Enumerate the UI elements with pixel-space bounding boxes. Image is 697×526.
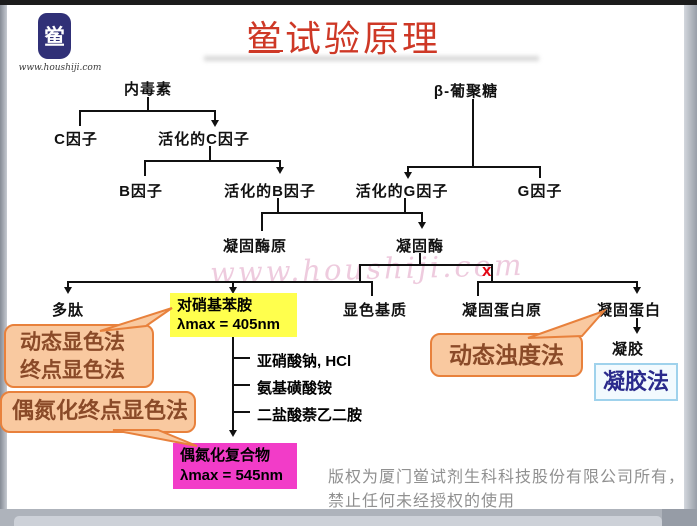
azo-complex-lambda: λmax = 545nm [180, 467, 283, 484]
connector-line [232, 281, 234, 287]
node-factor-c: C因子 [54, 131, 98, 148]
arrowhead-icon [418, 222, 426, 229]
connector-line [359, 264, 493, 266]
window-corner [662, 509, 697, 526]
endpoint-chromogenic-label: 终点显色法 [20, 359, 125, 382]
connector-line [477, 281, 638, 283]
callout-kinetic-turbidimetric-method: 动态浊度法 [430, 333, 583, 377]
window-left-border [0, 5, 7, 526]
reagent-item: 亚硝酸钠, HCl [257, 353, 352, 370]
node-proclotting-enzyme: 凝固酶原 [222, 238, 288, 255]
connector-line [371, 281, 373, 296]
copyright-line-1: 版权为厦门鲎试剂生科科技股份有限公司所有， [328, 469, 686, 486]
connector-line [209, 146, 211, 160]
arrowhead-icon [229, 430, 237, 437]
connector-line [232, 384, 250, 386]
arrowhead-icon [633, 327, 641, 334]
copyright-line-2: 禁止任何未经授权的使用 [328, 493, 516, 510]
seal-glyph: 鲎 [44, 26, 65, 49]
p-nitroaniline-lambda: λmax = 405nm [177, 316, 280, 333]
arrowhead-icon [211, 120, 219, 127]
arrowhead-icon [276, 167, 284, 174]
connector-line [636, 281, 638, 287]
slide-title: 鲎试验原理 [246, 19, 442, 59]
window-top-border [0, 0, 697, 5]
node-beta-glucan: β-葡聚糖 [433, 83, 499, 100]
callout-azo-endpoint-method: 偶氮化终点显色法 [0, 391, 196, 433]
node-activated-factor-b: 活化的B因子 [224, 183, 316, 200]
reagent-item: 二盐酸萘乙二胺 [257, 407, 363, 424]
azo-complex-highlight-box: 偶氮化复合物 λmax = 545nm [173, 443, 297, 489]
arrowhead-icon [404, 172, 412, 179]
connector-line [477, 281, 479, 296]
node-coagulin: 凝固蛋白 [596, 302, 662, 319]
horizontal-scrollbar-thumb[interactable] [14, 516, 662, 526]
connector-line [472, 99, 474, 166]
connector-line [144, 160, 281, 162]
logo-url-text: www.houshiji.com [18, 63, 102, 73]
gel-clot-method-box: 凝胶法 [594, 363, 678, 401]
connector-line [539, 166, 541, 178]
azo-complex-name: 偶氮化复合物 [180, 447, 271, 464]
connector-line [359, 264, 361, 281]
connector-line [67, 281, 69, 287]
connector-line [232, 411, 250, 413]
arrowhead-icon [633, 287, 641, 294]
connector-line [491, 264, 493, 281]
title-shadow [204, 56, 539, 61]
connector-line [636, 318, 638, 327]
node-factor-g: G因子 [517, 183, 563, 200]
arrowhead-icon [64, 287, 72, 294]
connector-line [232, 336, 234, 430]
connector-line [407, 166, 409, 172]
node-clotting-enzyme: 凝固酶 [395, 238, 445, 255]
kinetic-chromogenic-label: 动态显色法 [20, 331, 125, 354]
connector-line [232, 357, 250, 359]
connector-line [404, 198, 406, 213]
node-activated-factor-c: 活化的C因子 [158, 131, 250, 148]
window-right-border [684, 5, 697, 509]
connector-line [421, 212, 423, 222]
title-underline [249, 50, 283, 52]
node-polypeptide: 多肽 [51, 302, 85, 319]
connector-line [144, 160, 146, 176]
connector-line [79, 110, 216, 112]
connector-line [419, 253, 421, 264]
node-coagulogen: 凝固蛋白原 [461, 302, 543, 319]
connector-line [147, 97, 149, 110]
connector-line [67, 281, 373, 283]
connector-line [261, 212, 423, 214]
connector-line [261, 212, 263, 231]
node-gel: 凝胶 [611, 341, 645, 358]
blocked-x-marker: x [482, 261, 492, 280]
callout-chromogenic-methods: 动态显色法 终点显色法 [4, 324, 154, 388]
connector-line [79, 110, 81, 126]
p-nitroaniline-name: 对硝基苯胺 [177, 297, 253, 314]
connector-line [407, 166, 541, 168]
node-chromogenic-substrate: 显色基质 [342, 302, 408, 319]
node-factor-b: B因子 [119, 183, 163, 200]
connector-line [214, 110, 216, 120]
node-endotoxin: 内毒素 [123, 81, 173, 98]
p-nitroaniline-highlight-box: 对硝基苯胺 λmax = 405nm [170, 293, 297, 337]
company-seal-logo: 鲎 [38, 13, 71, 59]
node-activated-factor-g: 活化的G因子 [355, 183, 449, 200]
reagent-item: 氨基磺酸铵 [257, 380, 333, 397]
connector-line [279, 160, 281, 167]
connector-line [277, 198, 279, 213]
arrowhead-icon [229, 287, 237, 294]
